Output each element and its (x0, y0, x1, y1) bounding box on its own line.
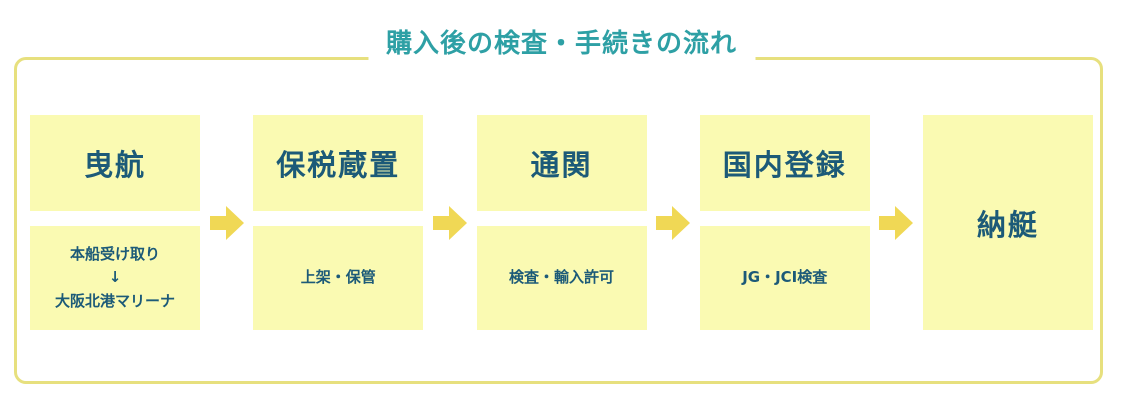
diagram-title: 購入後の検査・手続きの流れ (367, 28, 756, 62)
flow-steps-row: 曳航 本船受け取り ↓ 大阪北港マリーナ 保税蔵置 上架・保管 通関 検査・ (30, 115, 1093, 330)
step-heading: 納艇 (976, 207, 1039, 242)
step-detail: JG・JCI検査 (699, 226, 870, 330)
flow-step-domestic-registration: 国内登録 JG・JCI検査 (699, 115, 870, 330)
flow-step-delivery: 納艇 (923, 115, 1093, 330)
detail-line: 本船受け取り (69, 245, 160, 264)
step-detail: 上架・保管 (253, 226, 424, 330)
right-arrow-icon (432, 204, 467, 242)
step-heading: 国内登録 (699, 115, 870, 211)
flow-step-customs: 通関 検査・輸入許可 (476, 115, 647, 330)
step-heading: 保税蔵置 (253, 115, 424, 211)
flow-step-towing: 曳航 本船受け取り ↓ 大阪北港マリーナ (30, 115, 200, 330)
right-arrow-icon (656, 204, 691, 242)
step-detail: 検査・輸入許可 (476, 226, 647, 330)
step-detail: 本船受け取り ↓ 大阪北港マリーナ (30, 226, 200, 330)
step-heading: 曳航 (30, 115, 200, 211)
right-arrow-icon (209, 204, 244, 242)
flow-step-bonded-storage: 保税蔵置 上架・保管 (253, 115, 424, 330)
down-arrow-icon: ↓ (108, 268, 122, 287)
step-heading: 通関 (476, 115, 647, 211)
right-arrow-icon (879, 204, 914, 242)
detail-line: 大阪北港マリーナ (54, 291, 175, 310)
